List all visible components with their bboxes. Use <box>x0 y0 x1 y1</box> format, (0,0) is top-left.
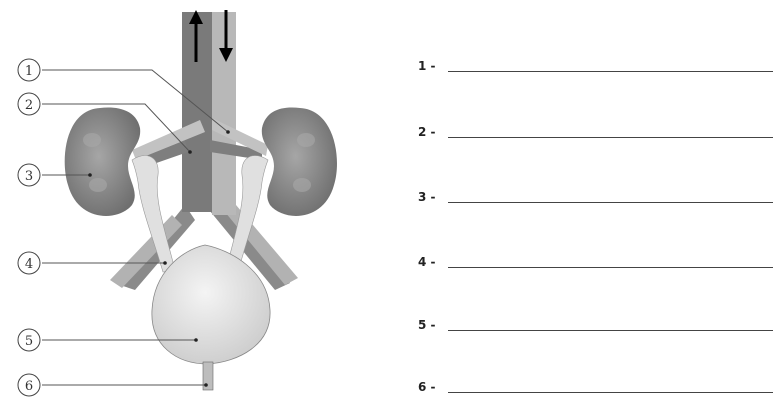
answer-row-3: 3 - <box>418 183 773 203</box>
callout-4: 4 <box>18 252 40 274</box>
callout-6-number: 6 <box>25 379 33 394</box>
answer-line-2[interactable] <box>448 136 773 138</box>
callout-1: 1 <box>18 59 40 81</box>
answer-row-1: 1 - <box>418 52 773 72</box>
callout-2-number: 2 <box>25 98 33 113</box>
answer-row-5: 5 - <box>418 311 773 331</box>
vena-cava <box>212 12 236 215</box>
left-kidney <box>65 108 141 216</box>
callout-3-number: 3 <box>25 169 33 184</box>
callout-5: 5 <box>18 329 40 351</box>
answer-row-4: 4 - <box>418 248 773 268</box>
answer-line-6[interactable] <box>448 391 773 393</box>
answer-label-5: 5 - <box>418 319 448 331</box>
answer-label-2: 2 - <box>418 126 448 138</box>
callout-1-number: 1 <box>25 64 33 79</box>
callout-6: 6 <box>18 374 40 396</box>
answer-label-3: 3 - <box>418 191 448 203</box>
urinary-system-diagram: 1 2 3 4 5 6 <box>0 0 400 401</box>
answer-row-2: 2 - <box>418 118 773 138</box>
answer-line-3[interactable] <box>448 201 773 203</box>
answer-label-1: 1 - <box>418 60 448 72</box>
callout-5-number: 5 <box>25 334 33 349</box>
answer-row-6: 6 - <box>418 373 773 393</box>
callout-3: 3 <box>18 164 40 186</box>
answer-label-6: 6 - <box>418 381 448 393</box>
answer-line-5[interactable] <box>448 329 773 331</box>
answer-label-4: 4 - <box>418 256 448 268</box>
callout-4-number: 4 <box>25 257 33 272</box>
callout-2: 2 <box>18 93 40 115</box>
answer-line-1[interactable] <box>448 70 773 72</box>
bladder-group <box>152 245 270 390</box>
answer-line-4[interactable] <box>448 266 773 268</box>
right-kidney <box>262 108 337 216</box>
